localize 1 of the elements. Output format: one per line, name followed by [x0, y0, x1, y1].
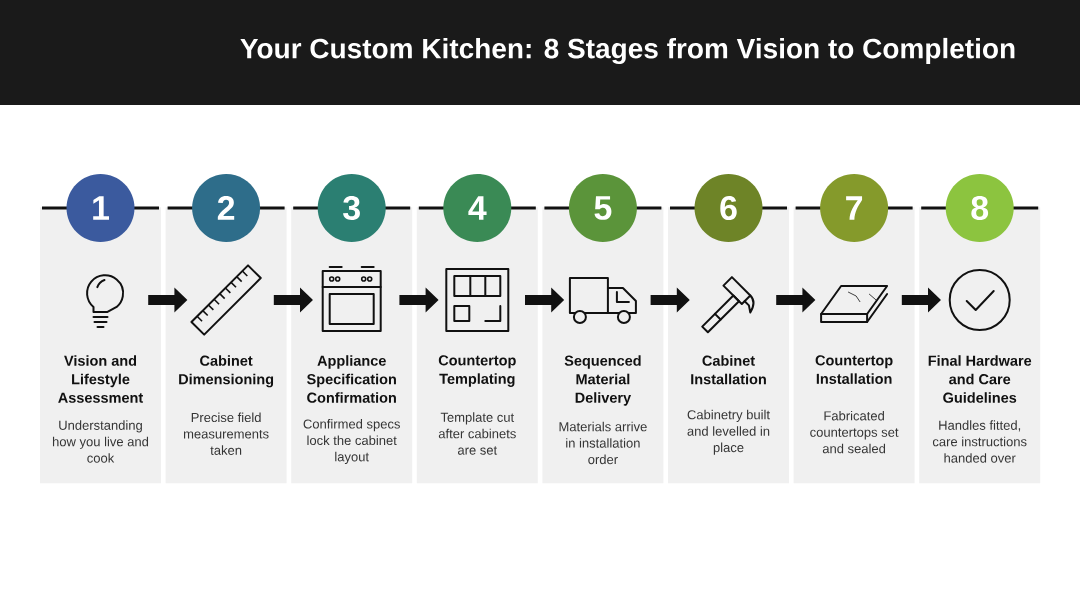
page-title: Your Custom Kitchen: 8 Stages from Vision to Completion — [240, 37, 1015, 65]
